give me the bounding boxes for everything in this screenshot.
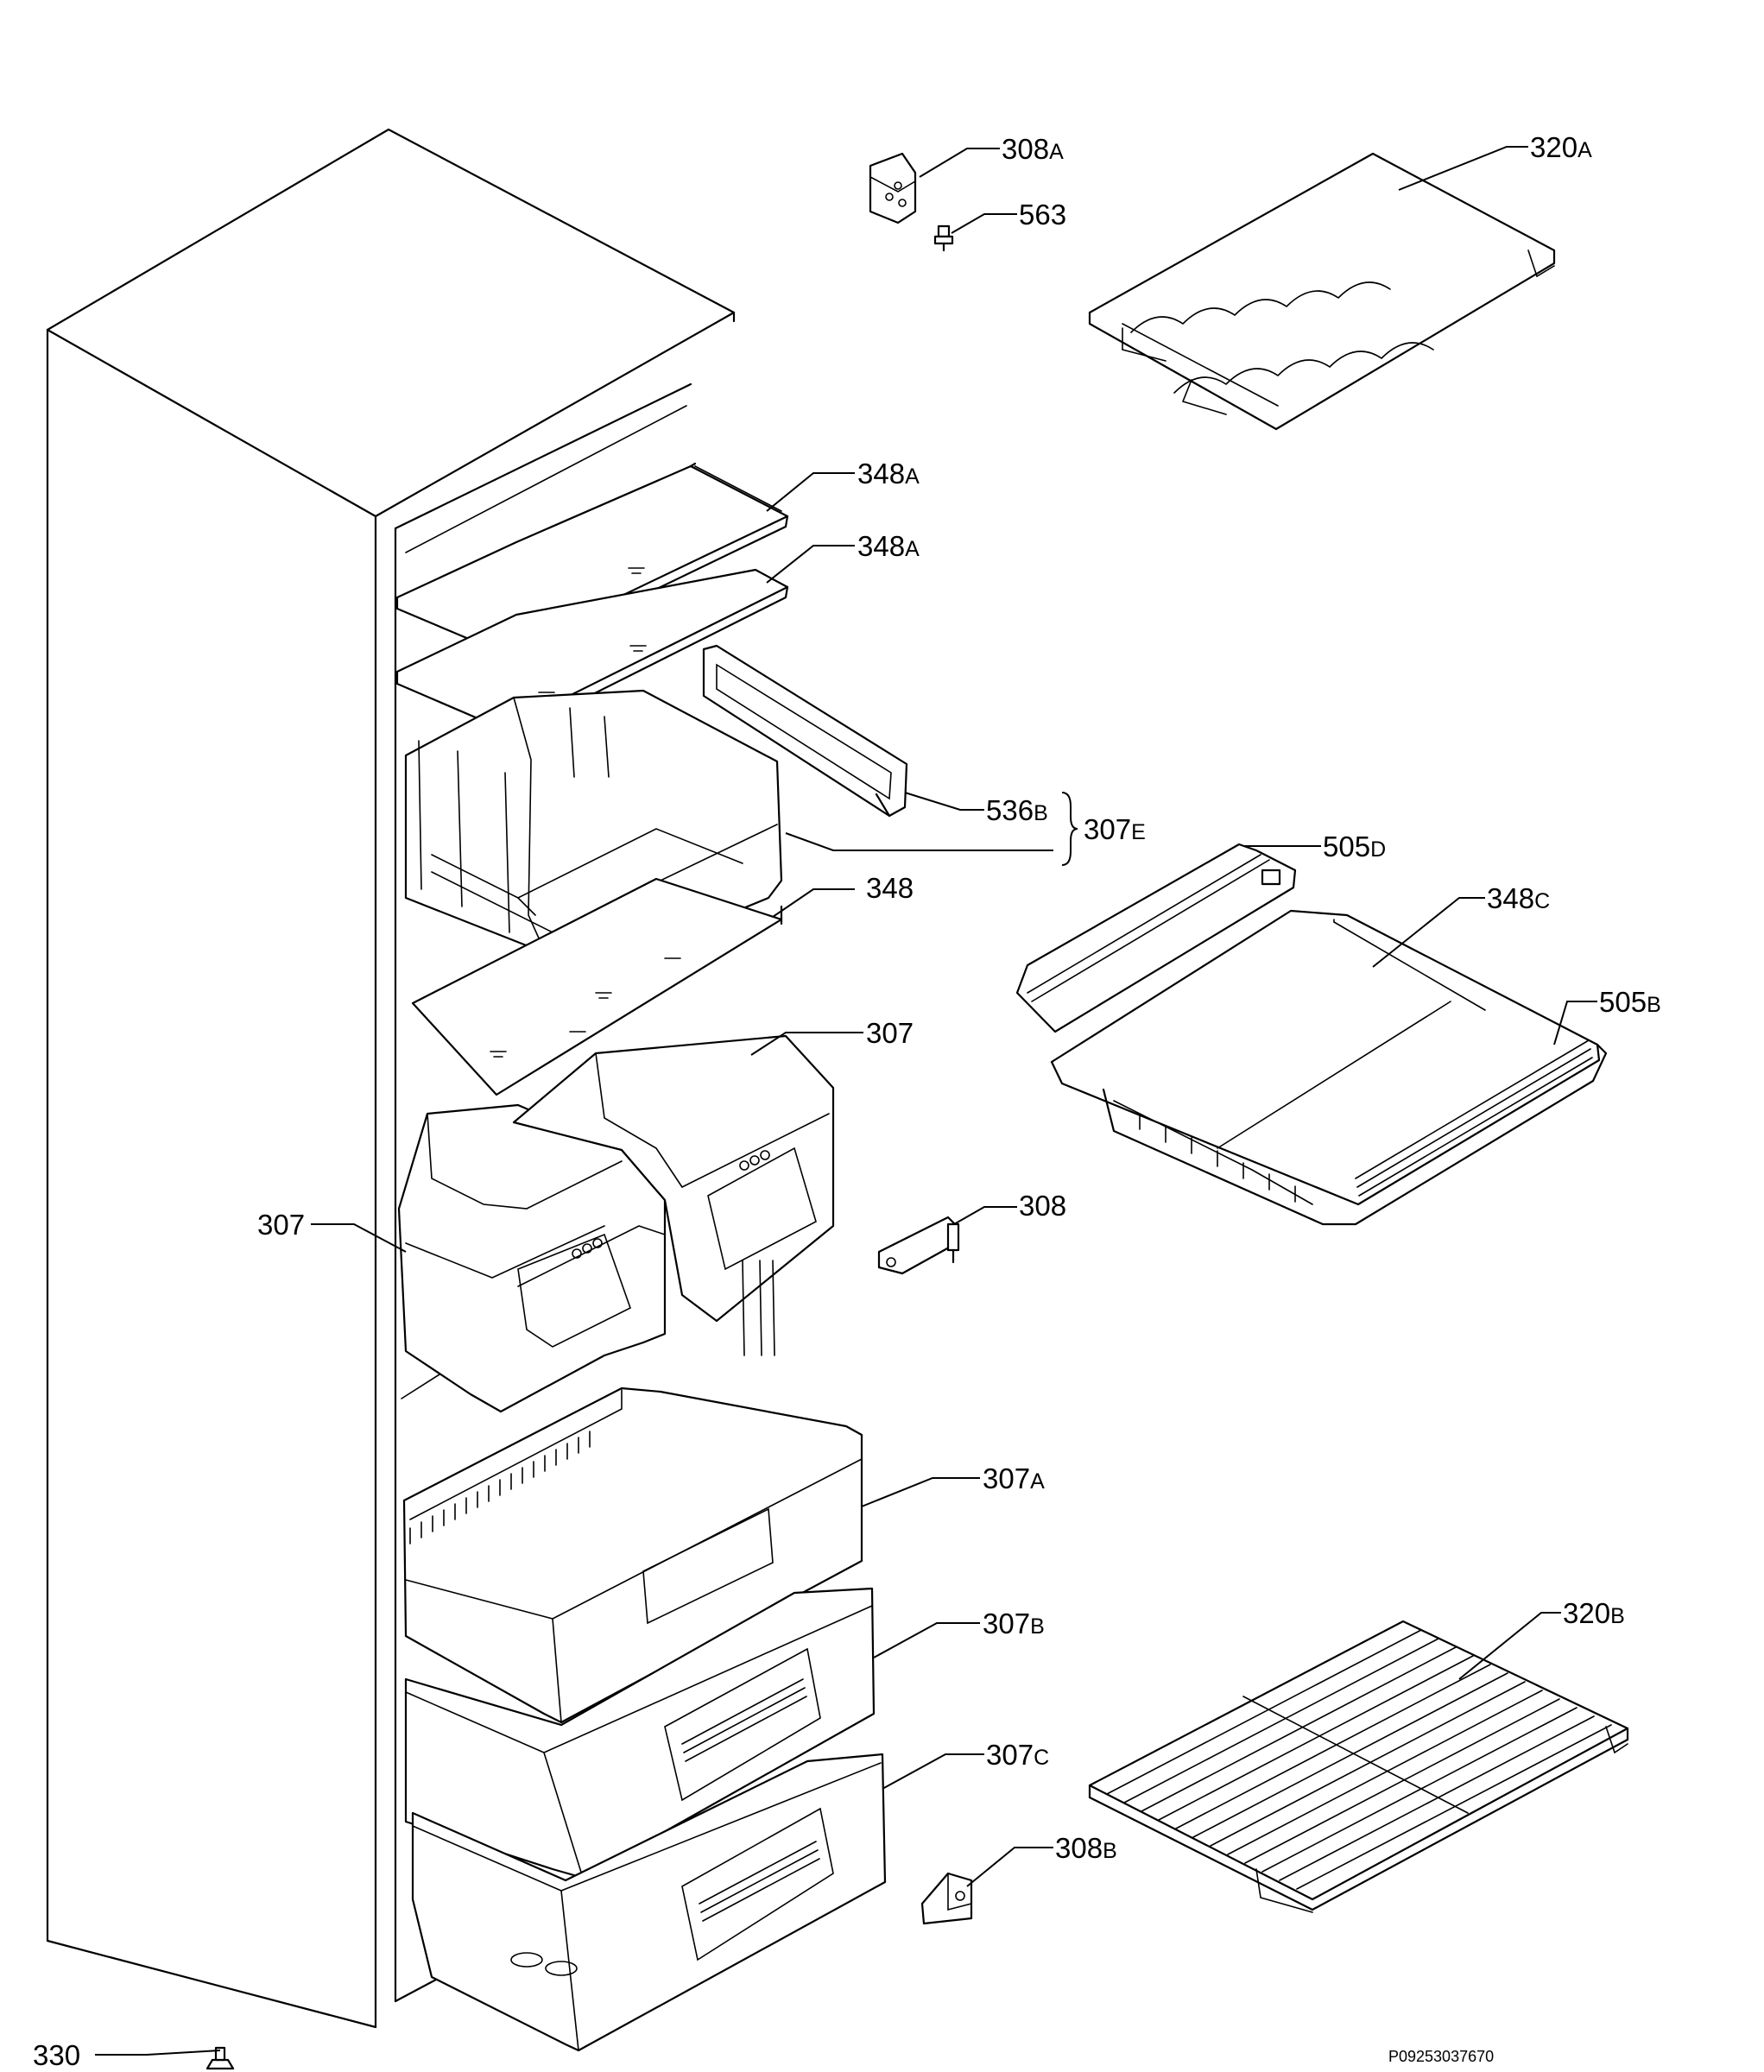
door-shelf-505b [1102,1039,1608,1226]
drawing-reference-number: P09253037670 [1388,2048,1494,2065]
callout-563: 563 [1019,199,1066,231]
door-shelf-505d [1015,843,1297,1033]
screw-563-icon [933,224,954,252]
callout-505d: 505D [1323,831,1386,862]
callout-330: 330 [33,2039,80,2071]
cabinet-body [46,128,736,2029]
callout-307-left: 307 [257,1209,305,1241]
hinge-308a-icon [869,152,917,224]
callout-307-right: 307 [866,1017,914,1049]
drawer-divider-536b [702,644,908,818]
callout-labels: 308A 563 320A 348A 348A 536B 307E 348 50… [33,131,1661,2071]
callout-307c: 307C [986,1739,1049,1771]
leader-lines [95,146,1597,2056]
callout-348a-upper: 348A [857,458,920,490]
callout-307b: 307B [983,1608,1045,1639]
callout-505b: 505B [1599,986,1661,1018]
callout-308b: 308B [1055,1832,1117,1864]
callout-307a: 307A [983,1462,1045,1494]
callout-348: 348 [866,872,914,904]
callout-308: 308 [1019,1190,1066,1222]
callout-307e: 307E [1084,813,1146,845]
freezer-drawer-left [397,1103,667,1413]
glass-shelf-348 [411,877,783,1096]
glass-shelf-348c [1050,909,1601,1206]
callout-308a: 308A [1002,133,1064,165]
freezer-drawer-307c [411,1753,887,2052]
callout-536b: 536B [986,794,1048,826]
wire-shelf-320b [1088,1620,1629,1913]
hinge-308b-icon [920,1872,973,1925]
callout-348a-lower: 348A [857,530,920,562]
hinge-308-icon [877,1216,960,1275]
leveling-foot-330-icon [205,2046,235,2070]
bottle-rack-320a [1088,152,1556,431]
callout-348c: 348C [1487,882,1550,914]
callout-320b: 320B [1563,1597,1625,1629]
freezer-drawer-right [512,1034,835,1356]
callout-320a: 320A [1530,131,1592,163]
glass-shelf-upper [395,462,789,660]
freezer-drawer-307a [402,1387,863,1724]
